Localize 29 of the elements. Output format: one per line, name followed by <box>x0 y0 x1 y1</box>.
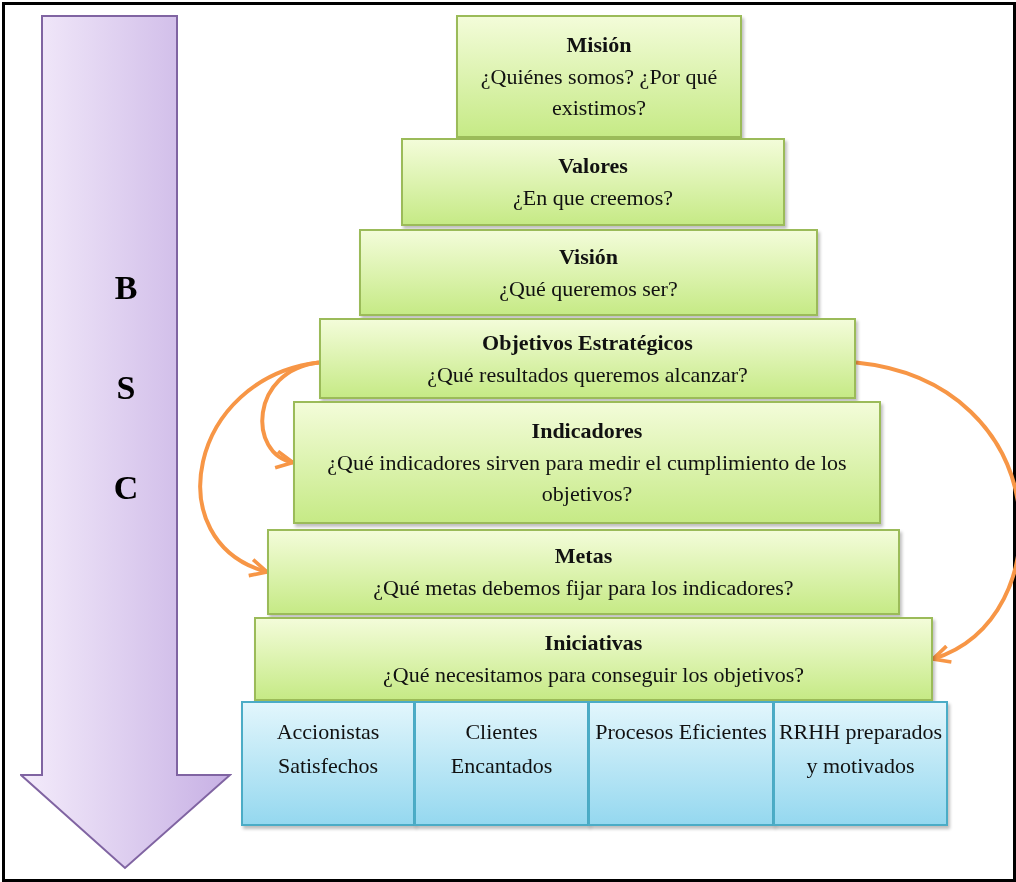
perspective-box: RRHH preparados y motivados <box>773 701 948 826</box>
perspective-box: Accionistas Satisfechos <box>241 701 415 826</box>
tier-question: ¿Qué necesitamos para conseguir los objetivos? <box>383 661 804 689</box>
pyramid-tier <box>401 138 785 226</box>
tier-question: ¿Qué metas debemos fijar para los indicadores? <box>373 574 794 602</box>
pyramid-tier <box>359 229 818 316</box>
tier-question: ¿Quiénes somos? ¿Por qué existimos? <box>479 62 719 123</box>
tier-title: Misión <box>566 30 632 59</box>
pyramid-tier <box>254 617 933 701</box>
tier-title: Metas <box>554 542 613 571</box>
pyramid-tier <box>456 15 742 138</box>
tier-title: Visión <box>558 242 619 271</box>
arrow-label: B S C <box>112 268 140 508</box>
tier-question: ¿En que creemos? <box>513 184 673 212</box>
tier-question: ¿Qué queremos ser? <box>499 274 678 303</box>
tier-title: Indicadores <box>531 416 643 445</box>
pyramid-tier <box>319 318 856 399</box>
tier-question: ¿Qué resultados queremos alcanzar? <box>427 360 748 389</box>
tier-title: Iniciativas <box>544 629 643 658</box>
curved-arrow <box>198 360 320 576</box>
tier-question: ¿Qué indicadores sirven para medir el cumplimiento de los objetivos? <box>326 448 848 509</box>
perspective-box: Procesos Eficientes <box>588 701 774 826</box>
pyramid-tier <box>293 401 881 524</box>
curved-arrow <box>855 360 1016 662</box>
tier-title: Valores <box>558 152 628 181</box>
pyramid-tier <box>267 529 900 615</box>
down-arrow <box>20 15 232 871</box>
perspective-box: Clientes Encantados <box>414 701 589 826</box>
tier-title: Objetivos Estratégicos <box>482 328 693 357</box>
